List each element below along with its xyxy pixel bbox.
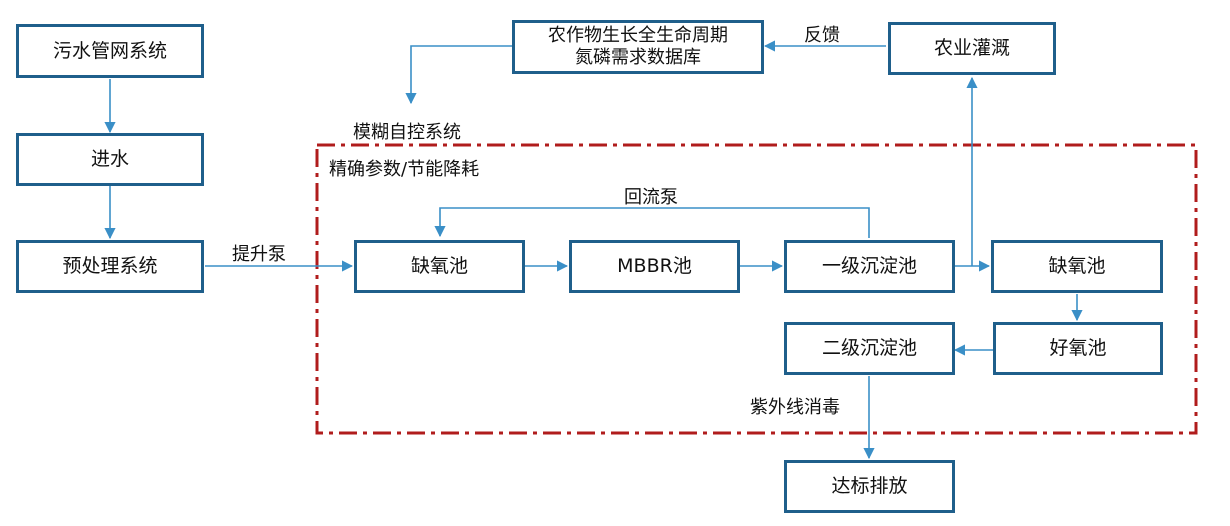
fuzzy-control-region [315,143,1198,435]
database-title-line1: 农作物生长全生命周期 [548,24,728,46]
anoxic-tank-2-box: 缺氧池 [991,240,1163,293]
sewer-network-box: 污水管网系统 [16,24,204,78]
return-pump-label: 回流泵 [624,187,678,208]
feedback-label: 反馈 [804,25,840,46]
irrigation-box: 农业灌溉 [888,22,1056,75]
precise-params-label: 精确参数/节能降耗 [329,159,480,180]
fuzzy-control-label: 模糊自控系统 [353,122,461,143]
aerobic-tank-box: 好氧池 [993,322,1163,375]
arrow-database-to-control [405,45,512,105]
secondary-clarifier-box: 二级沉淀池 [784,322,955,375]
nutrient-database-box: 农作物生长全生命周期 氮磷需求数据库 [512,20,764,74]
arrow-return-pump [434,207,870,238]
mbbr-tank-box: MBBR池 [569,240,740,293]
uv-disinfection-label: 紫外线消毒 [750,397,840,418]
anoxic-tank-1-box: 缺氧池 [354,240,525,293]
inflow-box: 进水 [16,133,204,186]
pretreatment-box: 预处理系统 [16,240,204,293]
primary-clarifier-box: 一级沉淀池 [784,240,955,293]
database-title-line2: 氮磷需求数据库 [575,47,701,68]
discharge-box: 达标排放 [784,460,955,513]
lift-pump-label: 提升泵 [232,244,286,265]
